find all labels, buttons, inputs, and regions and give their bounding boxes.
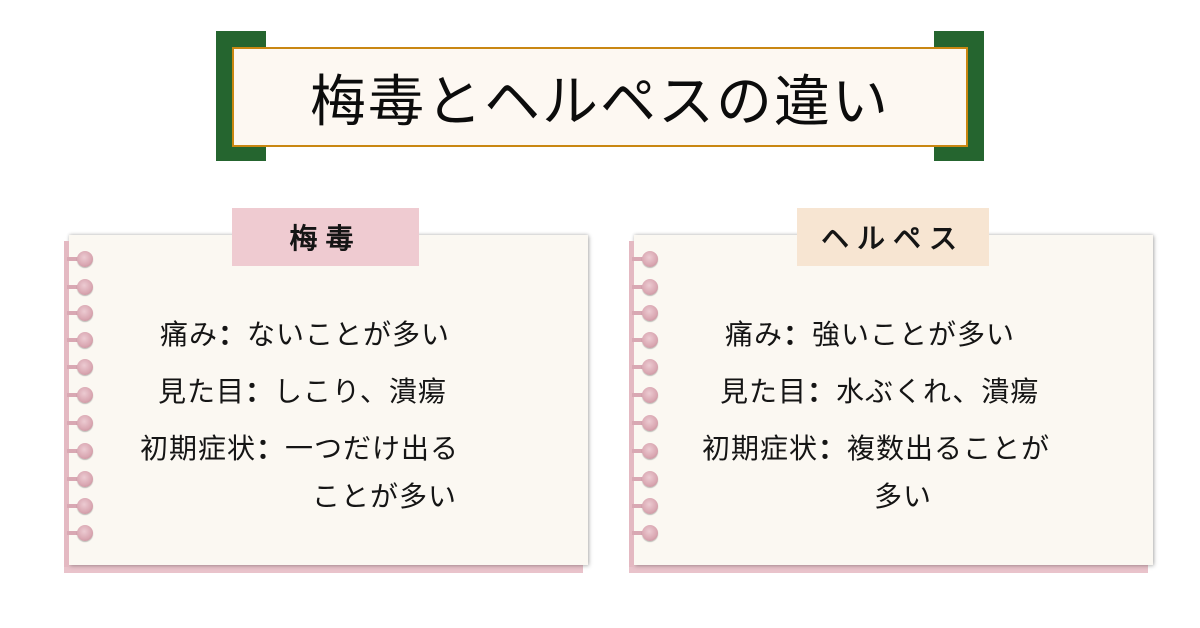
row-early-symptoms: 初期症状：一つだけ出る [140, 432, 460, 465]
notebook-ring-icon [67, 279, 95, 295]
notebook-ring-icon [632, 305, 660, 321]
notebook-ring-icon [632, 415, 660, 431]
notebook-ring-icon [632, 525, 660, 541]
row-early-symptoms: 初期症状：複数出ることが [702, 432, 1051, 465]
card-syphilis: 梅毒 痛み：ないことが多い 見た目：しこり、潰瘍 初期症状：一つだけ出る ことが… [64, 208, 594, 575]
card-tab-label: ヘルペス [820, 222, 965, 255]
notebook-ring-icon [67, 332, 95, 348]
row-appearance: 見た目：しこり、潰瘍 [158, 375, 447, 408]
notebook-ring-icon [632, 251, 660, 267]
row-appearance: 見た目：水ぶくれ、潰瘍 [720, 375, 1040, 408]
notebook-spine [64, 241, 69, 567]
card-tab-label: 梅毒 [289, 222, 362, 255]
notebook-ring-icon [67, 471, 95, 487]
notebook-ring-icon [67, 498, 95, 514]
card-paper: 梅毒 痛み：ないことが多い 見た目：しこり、潰瘍 初期症状：一つだけ出る ことが… [64, 208, 588, 567]
notebook-ring-icon [67, 305, 95, 321]
page-title: 梅毒とヘルペスの違い [310, 69, 890, 135]
card-tab: ヘルペス [797, 208, 989, 266]
notebook-spine [629, 241, 634, 567]
notebook-ring-icon [632, 443, 660, 459]
card-herpes: ヘルペス 痛み：強いことが多い 見た目：水ぶくれ、潰瘍 初期症状：複数出ることが… [629, 208, 1159, 575]
row-early-symptoms-cont: 多い [874, 480, 933, 513]
notebook-ring-icon [67, 251, 95, 267]
notebook-ring-icon [67, 443, 95, 459]
row-pain: 痛み：強いことが多い [725, 318, 1016, 351]
notebook-ring-icon [67, 387, 95, 403]
card-tab: 梅毒 [232, 208, 419, 266]
notebook-ring-icon [632, 359, 660, 375]
row-early-symptoms-cont: ことが多い [312, 480, 458, 513]
notebook-ring-icon [632, 279, 660, 295]
notebook-ring-icon [632, 498, 660, 514]
notebook-ring-icon [632, 387, 660, 403]
card-paper: ヘルペス 痛み：強いことが多い 見た目：水ぶくれ、潰瘍 初期症状：複数出ることが… [629, 208, 1153, 567]
row-pain: 痛み：ないことが多い [160, 318, 451, 351]
notebook-ring-icon [632, 332, 660, 348]
notebook-ring-icon [632, 471, 660, 487]
notebook-ring-icon [67, 525, 95, 541]
notebook-ring-icon [67, 415, 95, 431]
notebook-ring-icon [67, 359, 95, 375]
title-box: 梅毒とヘルペスの違い [232, 47, 968, 147]
